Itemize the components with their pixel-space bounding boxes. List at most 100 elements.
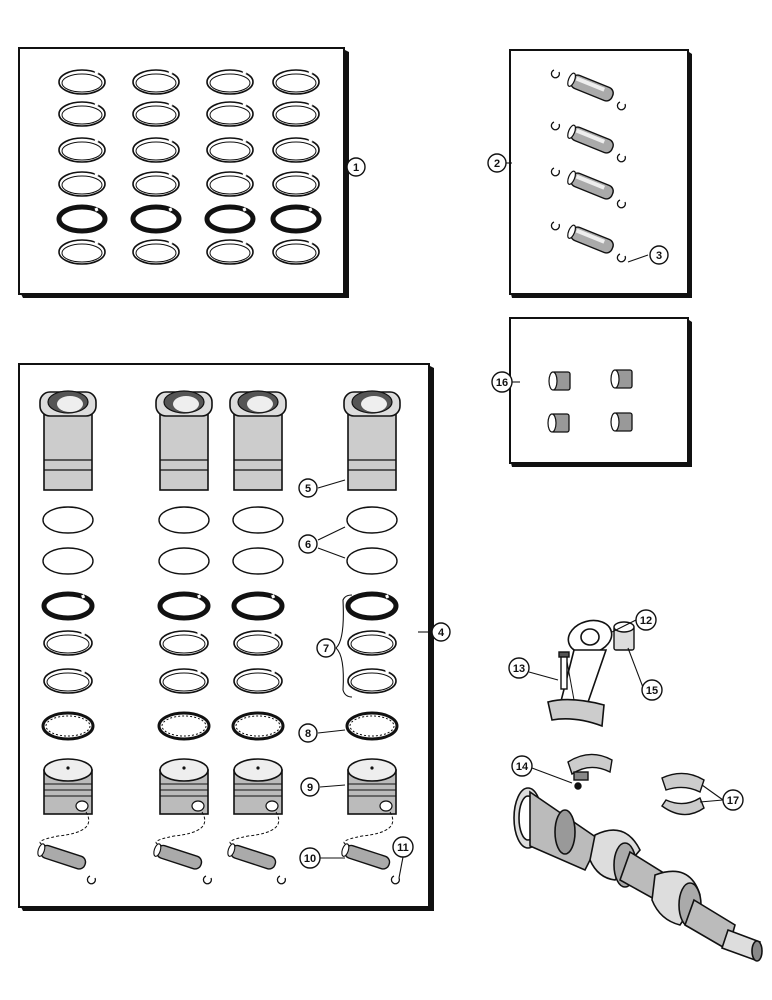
piston-ring	[132, 137, 180, 163]
piston-ring	[58, 239, 106, 265]
sleeve-seal-ring	[42, 547, 94, 575]
pin-retainer-clip	[616, 101, 627, 111]
piston-ring	[159, 630, 209, 656]
callouts: 1 2 3 4 5 6 7 8 9 10 11 12 13 14 15 16 1…	[298, 153, 744, 869]
callout-14: 14	[511, 755, 533, 777]
callout-15-label: 15	[646, 685, 658, 697]
pin-retainer-clip	[616, 199, 627, 209]
callout-3: 3	[649, 245, 669, 265]
cylinder-kit-column	[153, 390, 213, 885]
piston-ring	[132, 101, 180, 127]
pin-retainer-clip	[550, 121, 561, 131]
piston-ring	[58, 69, 106, 95]
piston-ring	[132, 239, 180, 265]
piston-ring	[41, 591, 95, 621]
piston-pin-group	[550, 69, 627, 263]
sleeve-piston-kit-panel	[18, 363, 434, 911]
callout-11-label: 11	[397, 842, 409, 854]
cylinder-sleeve	[229, 390, 287, 491]
bushing	[610, 369, 633, 389]
callout-17: 17	[722, 789, 744, 811]
callout-15: 15	[641, 679, 663, 701]
pin-retainer-clip	[616, 253, 627, 263]
rod-bushing	[613, 621, 635, 651]
sleeve-seal-ring	[232, 547, 284, 575]
callout-5: 5	[298, 478, 318, 498]
connecting-rod	[547, 619, 613, 728]
piston-pin	[341, 843, 391, 870]
pin-retainer-clip	[550, 221, 561, 231]
cylinder-kit-column	[227, 390, 287, 885]
sleeve-seal-ring	[346, 506, 398, 534]
cylinder-kit-column	[341, 390, 401, 885]
bushing-kit-panel	[509, 317, 692, 467]
callout-9: 9	[300, 777, 320, 797]
cylinder-sleeve	[39, 390, 97, 491]
rod-bolt	[558, 651, 570, 690]
piston-ring	[231, 591, 285, 621]
piston-ring	[132, 171, 180, 197]
oil-control-ring	[157, 711, 211, 741]
callout-10-label: 10	[304, 853, 316, 865]
piston-ring	[56, 204, 108, 234]
piston-ring	[347, 668, 397, 694]
piston-ring	[233, 630, 283, 656]
piston-ring	[58, 101, 106, 127]
sleeve-seal-ring	[42, 506, 94, 534]
piston	[233, 758, 283, 815]
pin-retainer-clip	[202, 875, 213, 885]
callout-8: 8	[298, 723, 318, 743]
callout-7-label: 7	[323, 643, 329, 655]
bushing	[548, 371, 571, 391]
sleeve-seal-ring	[232, 506, 284, 534]
piston-pin	[153, 843, 203, 870]
piston-ring	[204, 204, 256, 234]
callout-1: 1	[346, 157, 366, 177]
piston-ring	[43, 668, 93, 694]
piston	[159, 758, 209, 815]
ring-set-panel	[18, 47, 349, 298]
sleeve-seal-ring	[346, 547, 398, 575]
piston-ring	[58, 137, 106, 163]
piston-ring	[159, 668, 209, 694]
callout-3-label: 3	[656, 250, 662, 262]
callout-13: 13	[508, 657, 530, 679]
leader-lines	[317, 162, 724, 879]
cylinder-kit-column	[37, 390, 97, 885]
piston-ring	[206, 69, 254, 95]
callout-14-label: 14	[516, 761, 529, 773]
oil-control-ring	[231, 711, 285, 741]
piston-ring	[233, 668, 283, 694]
pin-alignment-line	[39, 811, 90, 847]
cylinder-kit-columns	[37, 390, 401, 885]
piston-ring-grid	[56, 69, 322, 265]
cylinder-sleeve	[155, 390, 213, 491]
piston-ring	[272, 239, 320, 265]
oil-control-ring	[345, 711, 399, 741]
callout-6: 6	[298, 534, 318, 554]
callout-7: 7	[316, 638, 336, 658]
callout-16-label: 16	[496, 377, 508, 389]
pin-alignment-line	[229, 811, 280, 847]
callout-12-label: 12	[640, 615, 652, 627]
callout-2-label: 2	[494, 158, 500, 170]
bushing	[547, 413, 570, 433]
piston-ring	[58, 171, 106, 197]
callout-6-label: 6	[305, 539, 311, 551]
pin-alignment-line	[155, 811, 206, 847]
piston-ring	[43, 630, 93, 656]
piston-ring	[272, 101, 320, 127]
cylinder-sleeve	[343, 390, 401, 491]
callout-2: 2	[487, 153, 507, 173]
callout-11: 11	[392, 836, 414, 858]
piston-ring	[130, 204, 182, 234]
piston-ring	[272, 69, 320, 95]
piston-ring	[206, 171, 254, 197]
piston-ring	[272, 137, 320, 163]
piston-ring	[347, 630, 397, 656]
bearing-cap	[567, 753, 613, 790]
piston-ring	[132, 69, 180, 95]
sleeve-seal-ring	[158, 547, 210, 575]
piston-ring	[345, 591, 399, 621]
